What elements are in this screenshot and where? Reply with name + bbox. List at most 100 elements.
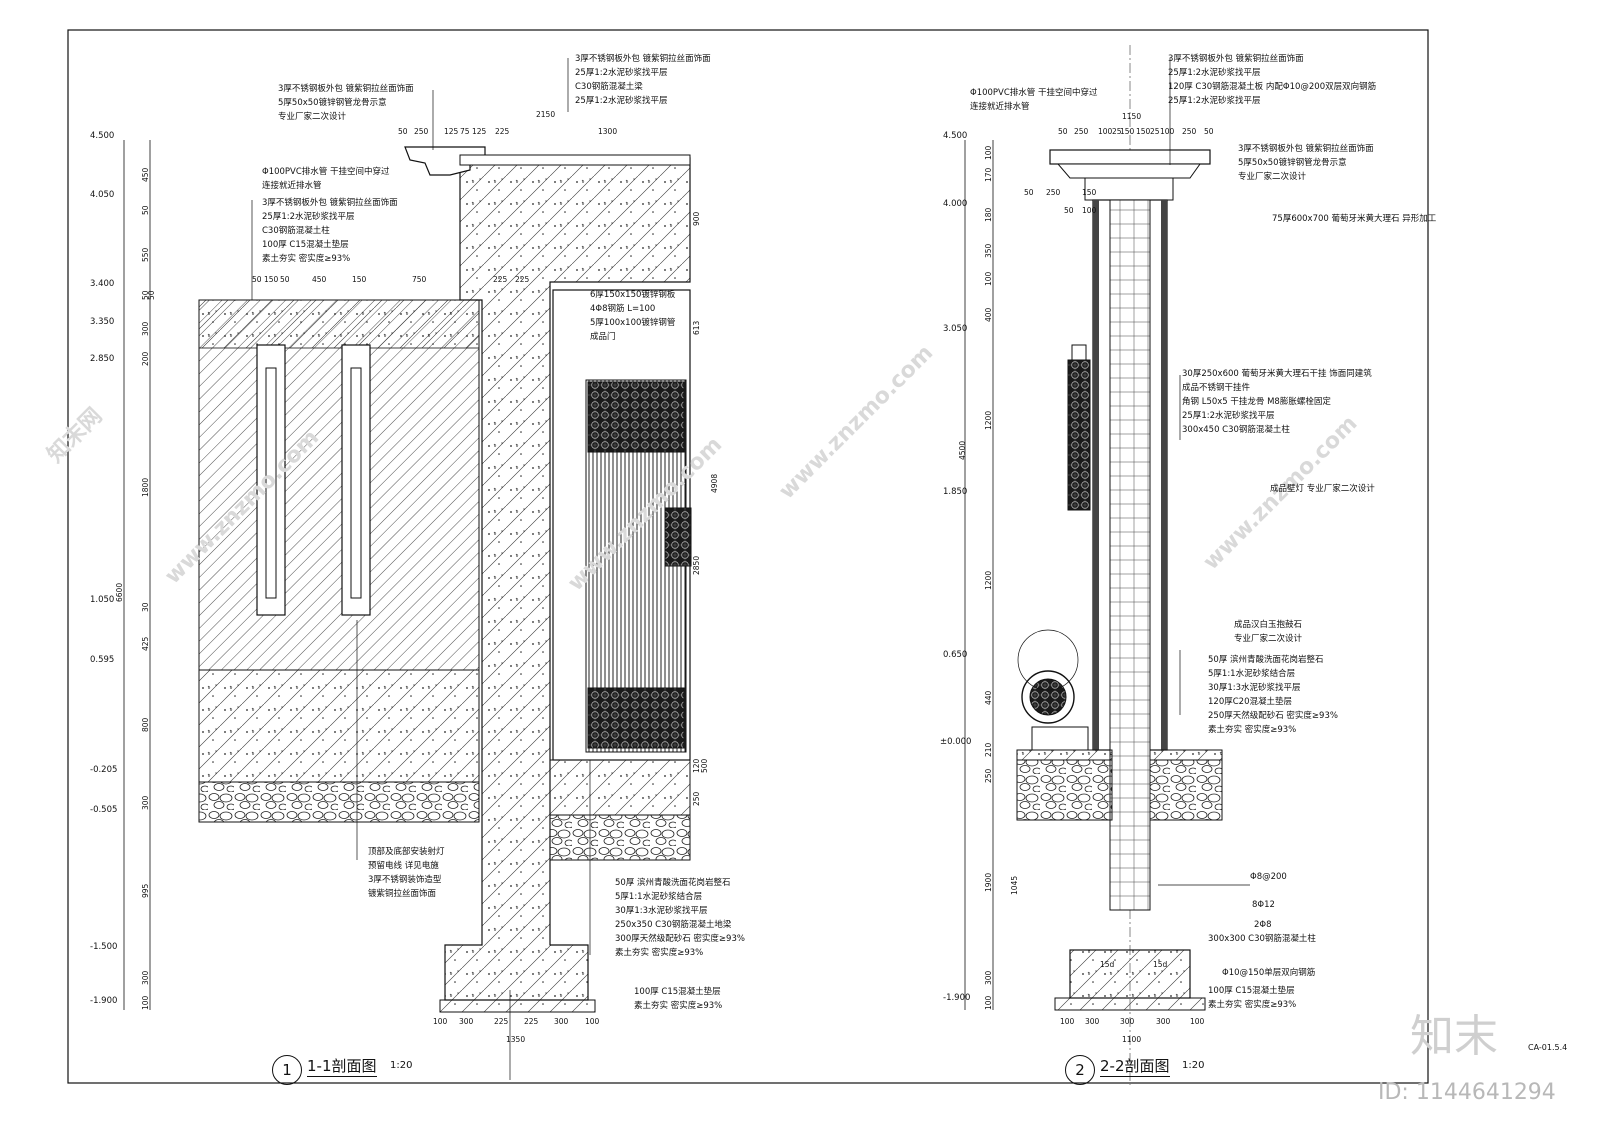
section-2-2 bbox=[964, 45, 1250, 1085]
dim-s1-mid: 750 bbox=[412, 275, 427, 284]
base-slab bbox=[439, 999, 596, 1013]
notes-s2-mid: 30厚250x600 葡萄牙米黄大理石干挂 饰面同建筑成品不锈钢干挂件 角钢 L… bbox=[1182, 369, 1372, 435]
dim-s1-top: 50 bbox=[398, 127, 408, 136]
dim-s2-bottom: 100 bbox=[1190, 1017, 1205, 1026]
dim-s1-v: 30 bbox=[141, 602, 150, 612]
dim-s1-v: 995 bbox=[141, 883, 150, 898]
dim-s2-v: 1045 bbox=[1010, 875, 1019, 895]
section-title-2: 2-2剖面图 bbox=[1100, 1057, 1170, 1077]
dim-s2-cap: 250 bbox=[1046, 188, 1061, 197]
dim-s2-top: 150 bbox=[1120, 127, 1135, 136]
dim-s1-v: 425 bbox=[141, 636, 150, 651]
sheet-border bbox=[67, 29, 1429, 1084]
dim-s1-right: 900 bbox=[692, 211, 701, 226]
dim-s1-bottom-total: 1350 bbox=[506, 1035, 526, 1044]
dim-s2-v: 250 bbox=[984, 768, 993, 783]
sheet-code: CA-01.5.4 bbox=[1528, 1043, 1568, 1052]
level-s2: ±0.000 bbox=[940, 737, 972, 747]
note-s2-rebar: 8Φ12 bbox=[1252, 900, 1275, 910]
dim-s1-v: 300 bbox=[141, 795, 150, 810]
notes-s2-drum: 成品汉白玉抱鼓石专业厂家二次设计 bbox=[1234, 620, 1303, 644]
dim-s1-top: 75 bbox=[460, 127, 470, 136]
dim-s1-v: 300 bbox=[141, 321, 150, 336]
dim-s1-bottom: 225 bbox=[524, 1017, 539, 1026]
wall-lamp bbox=[1067, 359, 1091, 511]
section-number-2: 2 bbox=[1065, 1055, 1095, 1085]
gravel-bed-2 bbox=[1016, 759, 1113, 821]
dim-s1-top: 250 bbox=[414, 127, 429, 136]
dim-s2-top: 50 bbox=[1058, 127, 1068, 136]
id-stamp: ID: 1144641294 bbox=[1378, 1080, 1556, 1105]
brand-logo: 知末 bbox=[1410, 1011, 1498, 1062]
note-s2-rebar: 2Φ8 bbox=[1254, 920, 1272, 930]
dim-s2-cap: 150 bbox=[1082, 188, 1097, 197]
dim-s1-mid: 50 bbox=[280, 275, 290, 284]
dim-s1-top: 2150 bbox=[536, 110, 556, 119]
level-s1: 1.050 bbox=[90, 595, 115, 605]
dim-s2-bottom: 300 bbox=[1085, 1017, 1100, 1026]
dim-s1-right: 250 bbox=[692, 791, 701, 806]
dim-s2-v: 100 bbox=[984, 145, 993, 160]
section-scale-2: 1:20 bbox=[1182, 1060, 1205, 1071]
note-s2-rebar: Φ10@150单层双向钢筋 bbox=[1222, 968, 1316, 978]
dim-s2-top: 100 bbox=[1098, 127, 1113, 136]
dim-s2-v: 4500 bbox=[958, 440, 967, 460]
section-scale-1: 1:20 bbox=[390, 1060, 413, 1071]
dim-s1-v: 100 bbox=[141, 995, 150, 1010]
dim-s2-bottom: 100 bbox=[1060, 1017, 1075, 1026]
section-title-1: 1-1剖面图 bbox=[307, 1057, 377, 1077]
dim-s1-bottom: 100 bbox=[585, 1017, 600, 1026]
wall-concrete-lower bbox=[198, 669, 480, 783]
dim-s2-v: 100 bbox=[984, 995, 993, 1010]
level-s2: -1.900 bbox=[943, 993, 971, 1003]
level-s2: 3.050 bbox=[943, 324, 968, 334]
wall-hatch-upper bbox=[198, 299, 480, 671]
dim-s1-top: 125 bbox=[444, 127, 459, 136]
dim-s1-top: 225 bbox=[495, 127, 510, 136]
dim-s1-v: 550 bbox=[141, 247, 150, 262]
dim-s1-top: 125 bbox=[472, 127, 487, 136]
dim-s2-bottom-total: 1100 bbox=[1122, 1035, 1142, 1044]
dim-s1-v: 1800 bbox=[141, 477, 150, 497]
dim-s1-mid: 450 bbox=[312, 275, 327, 284]
dim-s2-v: 440 bbox=[984, 690, 993, 705]
notes-s2-lamp: 成品壁灯 专业厂家二次设计 bbox=[1270, 484, 1375, 494]
level-s1: 3.350 bbox=[90, 317, 115, 327]
notes-s2-drain: Φ100PVC排水管 干挂空间中穿过连接就近排水管 bbox=[970, 88, 1098, 112]
dim-s1-mid: 50 bbox=[252, 275, 262, 284]
dim-s1-mid: 150 bbox=[352, 275, 367, 284]
dim-s1-v: 50 bbox=[141, 205, 150, 215]
level-s1: 3.400 bbox=[90, 279, 115, 289]
notes-s2-stone: 75厚600x700 葡萄牙米黄大理石 异形加工 bbox=[1272, 214, 1437, 224]
dim-s1-bottom: 225 bbox=[494, 1017, 509, 1026]
dim-s2-top: 250 bbox=[1182, 127, 1197, 136]
note-s2-rebar: Φ8@200 bbox=[1250, 872, 1287, 882]
level-s1: 0.595 bbox=[90, 655, 115, 665]
dim-s2-v: 210 bbox=[984, 742, 993, 757]
dim-s1-mid: 225 bbox=[493, 275, 508, 284]
dim-s1-right: 4908 bbox=[710, 473, 719, 493]
pier-core bbox=[1109, 199, 1151, 911]
dim-s2-v: 300 bbox=[984, 970, 993, 985]
notes-s1-drain: Φ100PVC排水管 干挂空间中穿过连接就近排水管 bbox=[262, 167, 390, 191]
dim-s2-cap: 100 bbox=[1082, 206, 1097, 215]
gravel-bed-right bbox=[549, 814, 691, 861]
dim-s1-right: 2850 bbox=[692, 555, 701, 575]
level-s2: 4.000 bbox=[943, 199, 968, 209]
dim-s1-v: 50 bbox=[147, 290, 156, 300]
dim-s2-v: 400 bbox=[984, 307, 993, 322]
door-handle-plate bbox=[664, 507, 692, 567]
dim-s2-v: 180 bbox=[984, 207, 993, 222]
door-panel-bottom bbox=[587, 687, 685, 749]
level-s1: 2.850 bbox=[90, 354, 115, 364]
svg-text:www.znzmo.com: www.znzmo.com bbox=[774, 340, 938, 504]
dim-s2-bottom: 300 bbox=[1120, 1017, 1135, 1026]
dim-s2-anchor: 15d bbox=[1100, 960, 1115, 969]
dim-s2-top: 50 bbox=[1204, 127, 1214, 136]
